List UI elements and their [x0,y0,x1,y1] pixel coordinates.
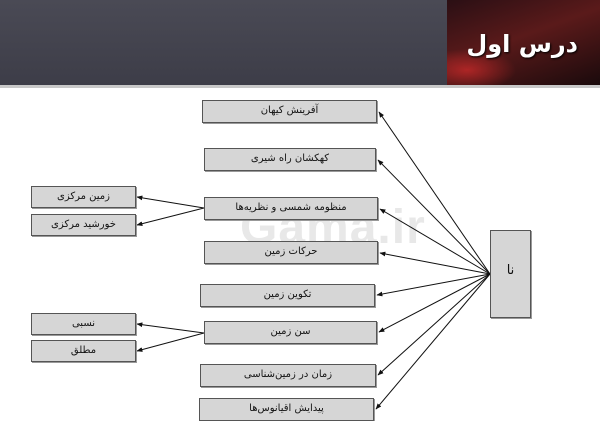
header-photo [447,0,600,85]
age-node-relative: نسبی [31,313,136,335]
topic-node-6: سن زمین [204,321,377,344]
link-root-topic-4 [379,251,491,275]
link-theory-1 [136,195,205,209]
topic-node-3: منظومه شمسی و نظریه‌ها [204,197,378,220]
topic-node-4: حرکات زمین [204,241,378,264]
link-root-topic-6 [378,273,491,333]
age-node-absolute: مطلق [31,340,136,362]
topic-node-8: پیدایش اقیانوس‌ها [199,398,374,421]
link-age-1 [136,322,205,334]
topic-node-5: تکوین زمین [200,284,375,307]
link-root-topic-7 [377,273,491,376]
topic-node-1: آفرینش کیهان [202,100,377,123]
header-divider [0,85,600,88]
theory-node-geocentric: زمین مرکزی [31,186,136,208]
slide-title: درس اول [466,30,578,58]
link-theory-2 [136,207,205,226]
theory-node-heliocentric: خورشید مرکزی [31,214,136,236]
link-age-2 [136,332,205,352]
topic-node-2: کهکشان راه شیری [204,148,376,171]
link-root-topic-1 [378,111,491,275]
link-root-topic-3 [379,208,491,275]
link-root-topic-5 [376,273,491,297]
link-root-topic-2 [377,159,491,275]
slide-header: درس اول [0,0,600,85]
link-root-topic-8 [375,273,491,410]
root-node-label: نا [506,263,515,278]
root-node: نا [490,230,531,318]
topic-node-7: زمان در زمین‌شناسی [200,364,376,387]
